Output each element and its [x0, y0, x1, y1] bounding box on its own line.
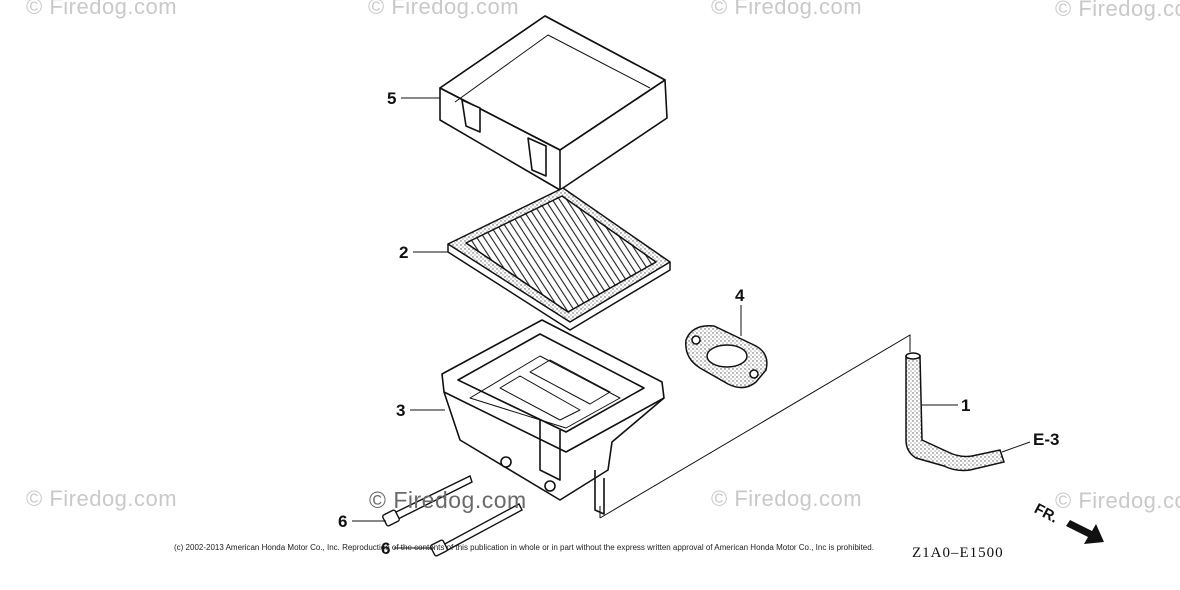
- copyright-notice: (c) 2002-2013 American Honda Motor Co., …: [174, 543, 874, 552]
- watermark-text: © Firedog.com: [711, 0, 863, 19]
- case-part: [441, 319, 665, 515]
- reference-label: E-3: [1033, 430, 1060, 449]
- watermark-text: © Firedog.com: [26, 486, 178, 511]
- filter-part: [447, 187, 671, 331]
- callout-5: 5: [387, 89, 397, 108]
- watermark-text: © Firedog.com: [711, 486, 863, 511]
- fr-arrow: [1066, 520, 1104, 544]
- gasket-part: [685, 325, 768, 389]
- bolts-part: [382, 475, 523, 557]
- watermark-text: © Firedog.com: [26, 0, 178, 19]
- cover-part: [439, 15, 668, 191]
- callout-6: 6: [338, 512, 348, 531]
- watermark-text: © Firedog.com: [1055, 488, 1180, 513]
- leader-lines: [352, 97, 1031, 549]
- watermark-text: © Firedog.com: [1055, 0, 1180, 21]
- callout-1: 1: [961, 396, 971, 415]
- callout-4: 4: [735, 286, 745, 305]
- watermark-text: © Firedog.com: [368, 0, 520, 19]
- callout-2: 2: [399, 243, 409, 262]
- watermark-text: © Firedog.com: [369, 487, 527, 513]
- breather-tube-part: [905, 352, 1005, 472]
- callout-3: 3: [396, 401, 406, 420]
- callout-6: 6: [381, 539, 391, 558]
- diagram-code: Z1A0–E1500: [912, 545, 1004, 561]
